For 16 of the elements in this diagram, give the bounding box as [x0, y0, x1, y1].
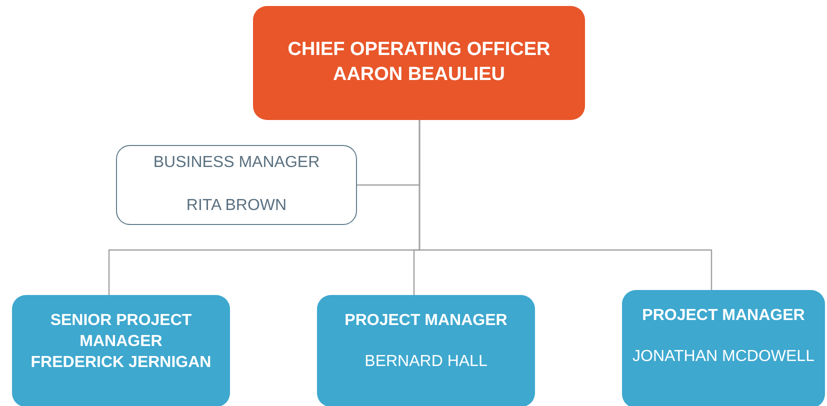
manager-box [12, 295, 230, 406]
connector-line [418, 120, 712, 290]
role-title: PROJECT MANAGER [344, 311, 508, 331]
person-name: RITA BROWN [186, 196, 287, 216]
person-name: AARON BEAULIEU [332, 63, 506, 87]
role-title: BUSINESS MANAGER [153, 153, 320, 174]
person-name: BERNARD HALL [364, 352, 488, 372]
executive-box [253, 6, 585, 120]
role-title: SENIOR PROJECT MANAGER [49, 311, 193, 352]
manager-box [622, 290, 825, 406]
manager-box [317, 295, 535, 406]
role-title: PROJECT MANAGER [642, 306, 805, 326]
role-title: CHIEF OPERATING OFFICER [288, 38, 550, 62]
person-name: JONATHAN MCDOWELL [632, 346, 814, 367]
person-name: FREDERICK JERNIGAN [30, 352, 212, 373]
staff-box [116, 145, 357, 225]
